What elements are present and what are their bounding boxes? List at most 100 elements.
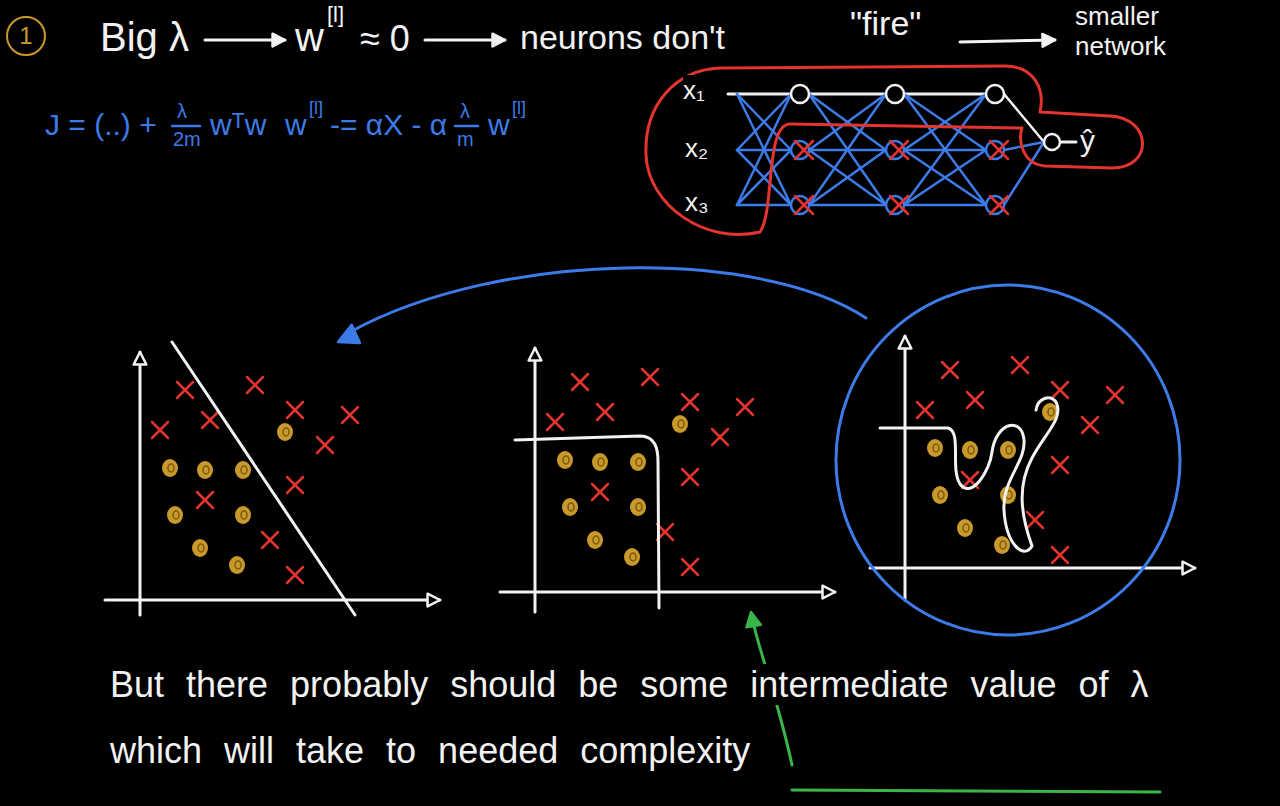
red-x xyxy=(1027,512,1043,528)
red-x xyxy=(942,362,958,378)
yellow-dot-mark xyxy=(1006,446,1012,454)
label-text: w xyxy=(488,108,510,141)
note-text: smaller network xyxy=(1075,2,1225,62)
yellow-dot xyxy=(592,453,608,471)
back-arrow xyxy=(350,268,866,332)
neuron xyxy=(986,85,1004,103)
red-x xyxy=(572,374,588,390)
fraction-bar xyxy=(172,125,200,128)
red-x xyxy=(1027,512,1043,528)
superscript: [l] xyxy=(512,98,526,119)
yellow-dot-mark xyxy=(241,466,247,474)
yellow-dot-mark xyxy=(630,553,636,561)
red-x xyxy=(287,567,303,583)
yellow-dot xyxy=(192,539,208,557)
red-x xyxy=(795,196,813,214)
red-x xyxy=(342,407,358,423)
network-link xyxy=(904,94,986,205)
back-arrow-head xyxy=(338,325,360,343)
red-x xyxy=(1052,547,1068,563)
note-text: "fire" xyxy=(850,4,921,43)
yellow-dot-mark xyxy=(598,458,604,466)
neuron xyxy=(886,141,904,159)
red-x xyxy=(572,374,588,390)
red-x xyxy=(990,141,1008,159)
formula: w xyxy=(285,108,307,143)
red-x xyxy=(547,414,563,430)
neuron xyxy=(986,141,1004,159)
red-x xyxy=(1107,387,1123,403)
yellow-dot xyxy=(1000,441,1016,459)
network-link xyxy=(737,204,791,207)
highlight-circle xyxy=(836,285,1180,635)
network-link xyxy=(737,94,791,150)
yellow-dot xyxy=(229,556,245,574)
yellow-dot xyxy=(587,531,603,549)
red-x xyxy=(795,141,813,159)
red-x xyxy=(1107,387,1123,403)
label-text: [l] xyxy=(512,98,526,118)
yellow-dot-mark xyxy=(235,561,241,569)
red-x xyxy=(152,422,168,438)
red-x xyxy=(967,392,983,408)
red-x xyxy=(262,532,278,548)
yellow-dot-mark xyxy=(173,511,179,519)
yellow-dot xyxy=(277,423,293,441)
red-x xyxy=(247,377,263,393)
red-x xyxy=(287,477,303,493)
network-link xyxy=(809,150,886,205)
yellow-dot-mark xyxy=(963,524,969,532)
red-x xyxy=(682,559,698,575)
input-label: x₂ xyxy=(685,134,708,164)
label-text: [l] xyxy=(309,98,323,118)
axis-head xyxy=(899,336,912,348)
label-text: 2m xyxy=(173,128,201,150)
yellow-dot xyxy=(957,519,973,537)
remaining-network-outline xyxy=(646,66,1143,234)
input-label: x₃ xyxy=(685,188,709,218)
red-x xyxy=(597,404,613,420)
moderate-boundary xyxy=(515,436,659,608)
red-x xyxy=(990,196,1008,214)
callout-number: 1 xyxy=(19,24,32,48)
yellow-dot xyxy=(630,498,646,516)
red-x xyxy=(682,469,698,485)
flow-arrow-head xyxy=(1042,34,1055,47)
yellow-dot-mark xyxy=(563,456,569,464)
red-x xyxy=(177,382,193,398)
fraction-denominator: m xyxy=(457,128,474,151)
red-x xyxy=(890,141,908,159)
x-axis xyxy=(500,591,835,594)
neuron xyxy=(986,196,1004,214)
red-x xyxy=(990,141,1008,159)
network-link xyxy=(895,93,986,96)
yellow-dot xyxy=(235,506,251,524)
red-x xyxy=(287,402,303,418)
label-text: smaller network xyxy=(1075,1,1166,61)
network-link xyxy=(904,94,986,150)
red-x xyxy=(712,429,728,445)
yellow-dot xyxy=(235,461,251,479)
red-x xyxy=(967,392,983,408)
red-x xyxy=(317,437,333,453)
yellow-dot xyxy=(197,461,213,479)
label-text: x₃ xyxy=(685,187,709,217)
label-text: w xyxy=(295,15,324,59)
flow-arrow-head xyxy=(273,34,285,47)
red-x xyxy=(795,196,813,214)
label-text: neurons don't xyxy=(520,18,725,56)
neuron xyxy=(791,141,809,159)
red-x xyxy=(1052,382,1068,398)
flow-arrow xyxy=(960,40,1055,42)
callout-circle: 1 xyxy=(6,16,46,56)
network-link xyxy=(809,150,886,205)
red-x xyxy=(890,141,908,159)
network-link xyxy=(904,94,986,205)
yellow-dot-mark xyxy=(636,503,642,511)
label-text: m xyxy=(457,128,474,150)
red-x xyxy=(342,407,358,423)
label-text: "fire" xyxy=(850,4,921,42)
label-text: wᵀw xyxy=(210,108,266,141)
network-link xyxy=(904,94,986,150)
